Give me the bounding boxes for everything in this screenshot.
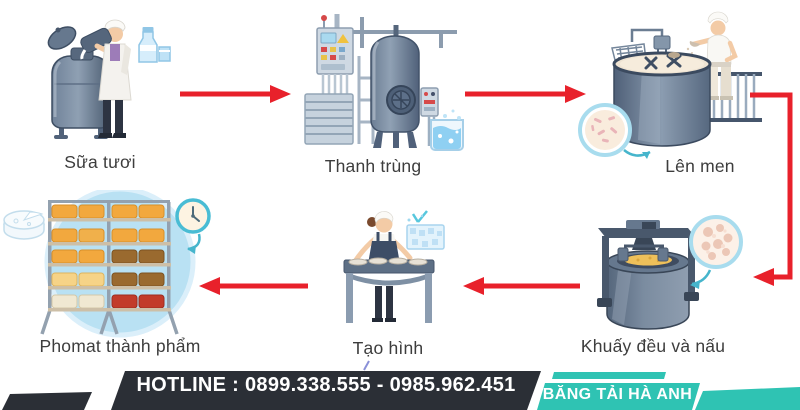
brand-top-strip — [552, 372, 666, 379]
worker-figure — [353, 211, 413, 264]
ripening-rack — [40, 200, 179, 335]
ribbed-unit — [304, 93, 354, 145]
stage-label-pasteurization: Thanh trùng — [324, 156, 422, 176]
control-panel — [316, 15, 354, 75]
starter-culture-magnifier — [578, 103, 632, 157]
banner-left-shape — [2, 392, 92, 410]
stirrer-frame — [597, 220, 699, 307]
footer-banner — [2, 360, 800, 410]
clock-icon — [175, 198, 211, 234]
milk-churn-illustration — [47, 19, 171, 139]
milk-churn — [47, 26, 111, 139]
water-tub — [430, 109, 464, 151]
stage-label-finished-cheese: Phomat thành phẩm — [39, 336, 201, 356]
molding-table-illustration — [343, 210, 445, 323]
milk-bottle-icon — [138, 27, 171, 63]
cheese-wheel-sketch — [3, 210, 45, 240]
hotline-banner-shape — [111, 371, 541, 410]
worker-figure — [80, 19, 132, 138]
decorative-tick — [363, 360, 370, 371]
curd-magnifier — [689, 215, 743, 269]
worker-figure — [686, 11, 738, 100]
curd-tray-icon — [406, 210, 445, 250]
kettle — [606, 250, 690, 330]
stirring-kettle-illustration — [597, 215, 743, 330]
main-tank — [370, 35, 420, 148]
stage-label-fresh-milk: Sữa tươi — [64, 152, 136, 172]
flow-arrow-1-head — [270, 85, 291, 103]
hotline-text: HOTLINE : 0899.338.555 - 0985.962.451 — [136, 374, 516, 396]
banner-right-shape — [695, 387, 800, 410]
stage-label-shaping: Tạo hình — [352, 338, 424, 358]
flow-arrow-3-head — [753, 268, 774, 286]
cheese-rack-illustration — [3, 190, 211, 338]
pasteurization-tank-illustration — [304, 14, 464, 151]
fermentation-vat-illustration — [578, 11, 762, 159]
brand-text: BĂNG TẢI HÀ ANH — [542, 386, 693, 403]
fermentation-vat — [612, 51, 712, 147]
brand-badge-shape — [537, 383, 700, 410]
flow-arrow-4-head — [463, 277, 484, 295]
stage-label-fermentation: Lên men — [665, 156, 735, 176]
molding-table — [343, 257, 435, 323]
stage-label-stir-and-cook: Khuấy đều và nấu — [580, 336, 726, 356]
